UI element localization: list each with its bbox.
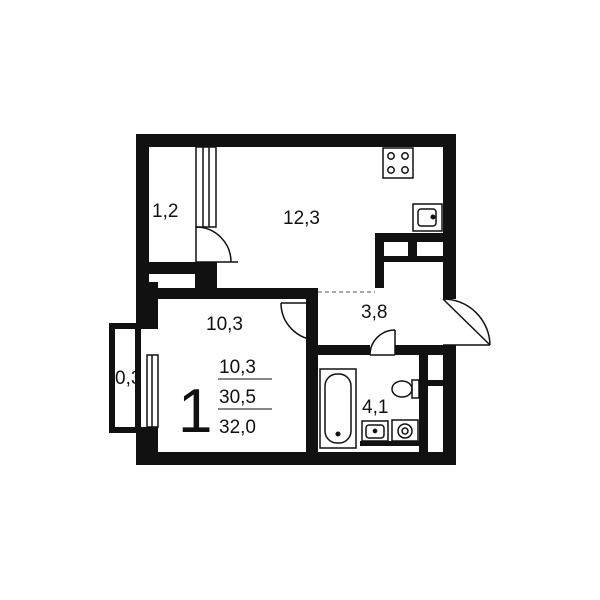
stove-icon (382, 147, 414, 179)
total-area-value: 32,0 (219, 417, 256, 438)
bathtub-icon (319, 368, 357, 449)
room-area-balcony-left: 0,3 (115, 368, 141, 389)
doors (195, 226, 491, 356)
window-bedroom (146, 354, 159, 428)
washing-machine-icon (391, 419, 419, 442)
room-area-bathroom: 4,1 (362, 397, 388, 418)
living-area-value: 10,3 (219, 357, 256, 378)
room-area-bedroom: 10,3 (206, 314, 243, 335)
total-area-no-balcony-value: 30,5 (219, 387, 256, 408)
room-count: 1 (178, 377, 212, 446)
room-area-kitchen-living: 12,3 (283, 208, 320, 229)
window-kitchen (195, 146, 217, 228)
room-area-balcony-top: 1,2 (152, 201, 178, 222)
exterior-walls (136, 134, 456, 465)
kitchen-sink-icon (412, 203, 443, 232)
room-area-hallway: 3,8 (361, 302, 387, 323)
toilet-icon (391, 379, 420, 399)
bathroom-sink-icon (361, 420, 389, 442)
interior-walls (149, 233, 443, 458)
left-balcony (109, 323, 158, 433)
